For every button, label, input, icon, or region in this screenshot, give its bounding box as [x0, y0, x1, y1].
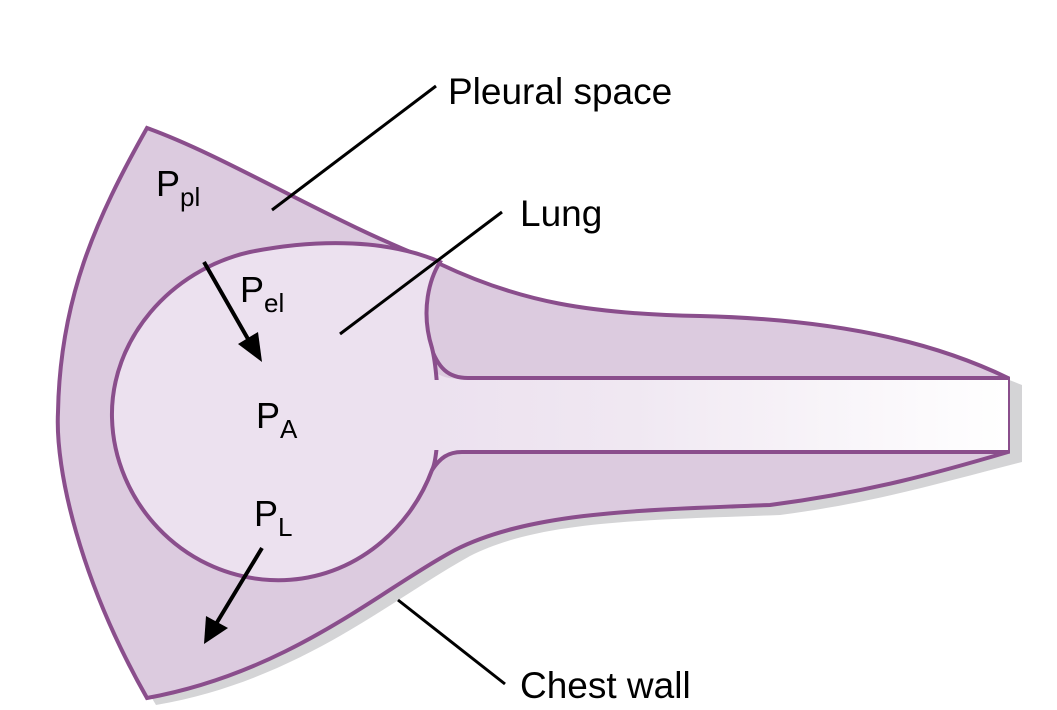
p-el-symbol: Pel: [240, 269, 284, 318]
airway: [430, 368, 1008, 468]
pleural-space-label: Pleural space: [448, 71, 672, 112]
lung-leader: [339, 210, 503, 336]
p-l-symbol: PL: [254, 493, 292, 542]
pleural-space-leader: [271, 84, 437, 212]
p-el-arrow-shaft: [202, 261, 254, 347]
chest-wall-label: Chest wall: [520, 665, 691, 706]
p-l-arrow-shaft: [214, 546, 264, 626]
p-pl-symbol: Ppl: [156, 163, 200, 212]
p-a-symbol: PA: [256, 395, 298, 444]
lung-airway-join: [426, 380, 440, 450]
p-el-arrow-head: [238, 332, 262, 362]
lung-label: Lung: [520, 193, 602, 234]
p-l-arrow-head: [204, 616, 228, 644]
chest-wall-leader: [397, 598, 506, 686]
